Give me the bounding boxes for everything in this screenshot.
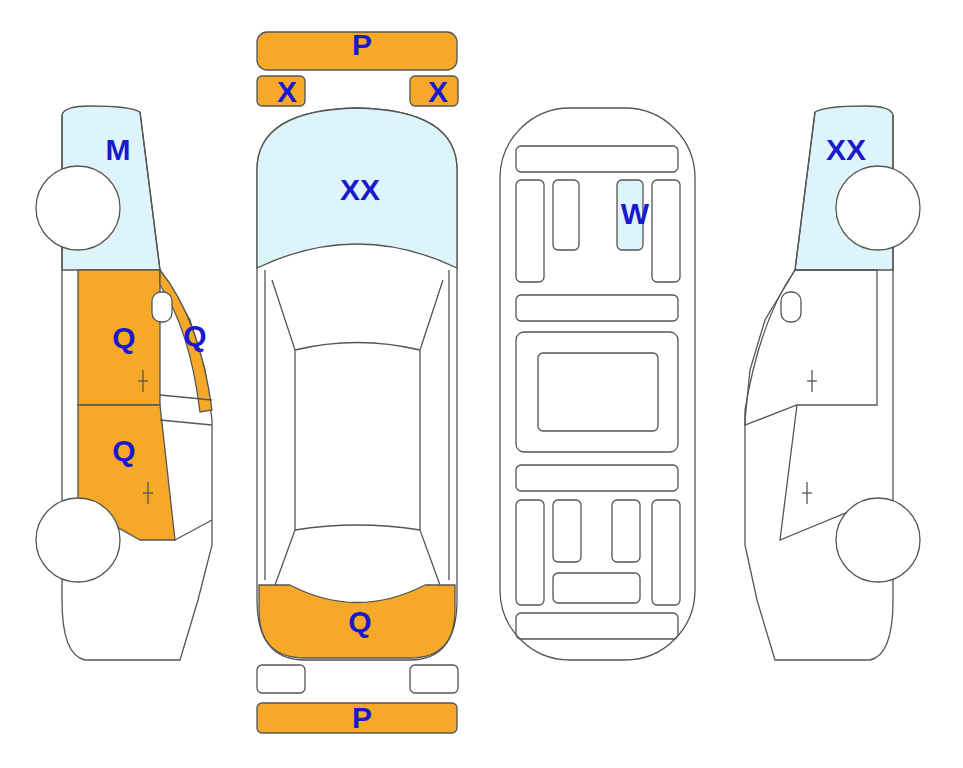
damage-code: Q: [112, 436, 135, 466]
damage-code: P: [352, 703, 372, 733]
damage-code: Q: [183, 321, 206, 351]
damage-code: XX: [340, 175, 380, 205]
damage-code: Q: [348, 607, 371, 637]
damage-code: X: [428, 77, 448, 107]
damage-code: P: [352, 30, 372, 60]
damage-code: W: [621, 199, 649, 229]
damage-code: X: [277, 77, 297, 107]
damage-code: Q: [112, 323, 135, 353]
damage-code: M: [106, 135, 131, 165]
damage-code: XX: [826, 135, 866, 165]
